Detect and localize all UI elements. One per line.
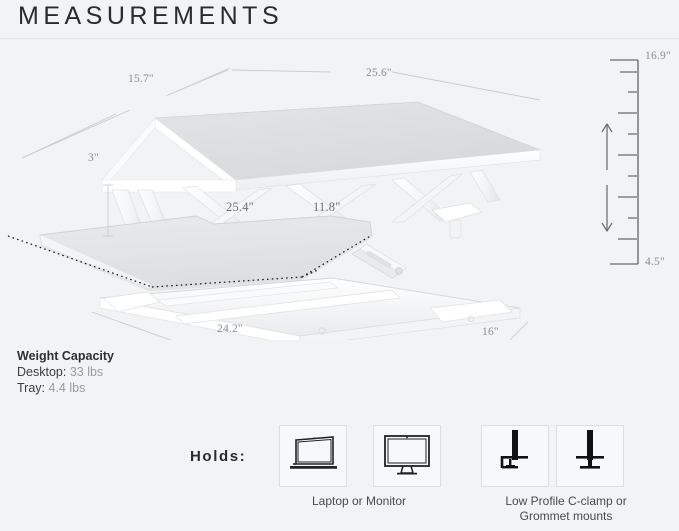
holds-caption-left: Laptop or Monitor	[311, 494, 407, 508]
tray-dimension-dots	[7, 234, 373, 288]
dimension-desktop-width: 25.6"	[366, 67, 392, 79]
weight-capacity-row-desktop: Desktop: 33 lbs	[17, 364, 114, 380]
desktop-platform	[101, 101, 541, 193]
dimension-tray-depth: 11.8"	[313, 200, 341, 214]
dimension-tray-width: 25.4"	[226, 200, 254, 214]
page-title: MEASUREMENTS	[18, 2, 284, 30]
dimension-base-width: 24.2"	[217, 323, 243, 335]
weight-capacity-row-tray: Tray: 4.4 lbs	[17, 380, 114, 396]
weight-capacity-desktop-value: 33 lbs	[69, 365, 104, 379]
dimension-height-max: 16.9"	[645, 50, 671, 62]
dimension-desktop-thickness: 3"	[88, 152, 99, 164]
holds-caption-right-line1: Low Profile C-clamp or	[505, 494, 627, 508]
weight-capacity-tray-label: Tray:	[17, 381, 46, 395]
product-diagram: 15.7" 25.6" 3" 25.4" 11.8" 24.2" 16" 16.…	[0, 40, 679, 340]
holds-item-c-clamp	[481, 425, 549, 487]
weight-capacity-block: Weight Capacity Desktop: 33 lbs Tray: 4.…	[17, 348, 114, 396]
thickness-bracket	[103, 184, 113, 237]
c-clamp-icon	[500, 430, 528, 469]
holds-item-laptop	[279, 425, 347, 487]
dimension-desktop-depth: 15.7"	[128, 73, 154, 85]
gas-spring-hardware	[351, 243, 407, 279]
header-divider	[0, 38, 679, 39]
dimension-lines-base	[91, 311, 529, 340]
weight-capacity-desktop-label: Desktop:	[17, 365, 67, 379]
holds-item-grommet	[556, 425, 624, 487]
holds-item-monitor	[373, 425, 441, 487]
keyboard-tray	[7, 215, 373, 292]
dimension-base-depth: 16"	[482, 326, 499, 338]
holds-caption-right-line2: Grommet mounts	[519, 509, 613, 523]
height-ruler	[601, 59, 639, 265]
top-dimension-brackets	[21, 67, 231, 159]
desk-illustration-svg	[7, 59, 639, 340]
weight-capacity-tray-value: 4.4 lbs	[48, 381, 86, 395]
height-adjust-handle	[431, 202, 483, 239]
arrow-down-icon	[601, 185, 613, 232]
grommet-icon	[576, 430, 604, 469]
monitor-icon	[384, 435, 430, 475]
weight-capacity-title: Weight Capacity	[17, 349, 115, 363]
base-frame	[99, 277, 521, 340]
arrow-up-icon	[601, 123, 613, 170]
holds-label: Holds:	[190, 448, 247, 465]
laptop-icon	[290, 436, 337, 469]
dimension-height-min: 4.5"	[645, 256, 665, 268]
